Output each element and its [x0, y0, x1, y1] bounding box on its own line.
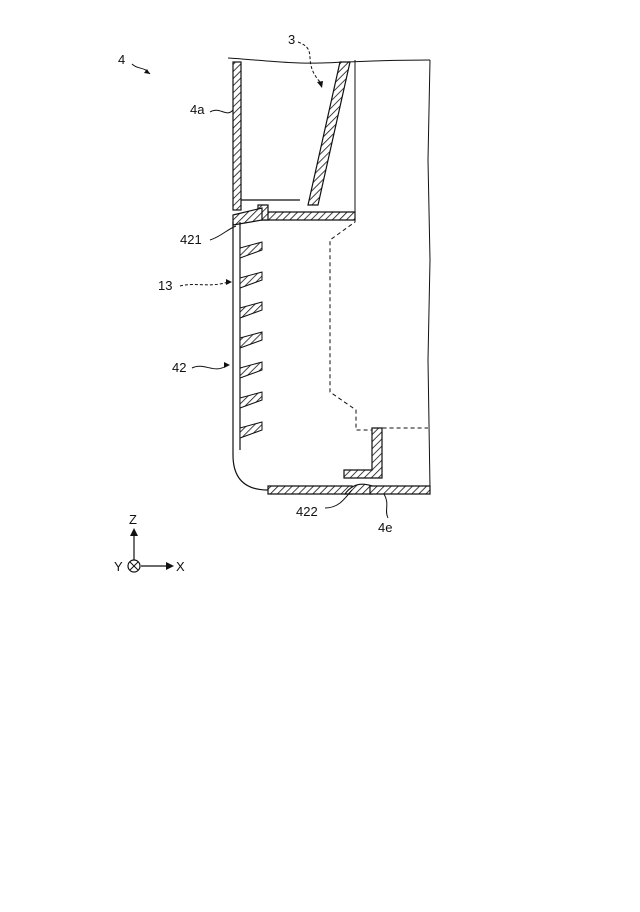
axis-y-label: Y: [114, 559, 123, 574]
label-42: 42: [172, 360, 186, 375]
label-13: 13: [158, 278, 172, 293]
member-42-outer: [233, 222, 268, 490]
axis-indicator: Z Y X: [114, 512, 185, 574]
label-421: 421: [180, 232, 202, 247]
lower-bracket: [344, 428, 382, 478]
label-3: 3: [288, 32, 295, 47]
top-break-line: [228, 58, 430, 63]
leader-42: [192, 366, 226, 369]
arrow-13: [226, 279, 232, 285]
right-outline: [428, 60, 430, 488]
bottom-wall-left: [268, 486, 352, 494]
wall-4e: [370, 486, 430, 494]
label-4: 4: [118, 52, 125, 67]
leader-421: [210, 226, 236, 240]
upper-shelf-hatch: [262, 212, 355, 220]
ribs-13: [240, 242, 262, 438]
label-422: 422: [296, 504, 318, 519]
leader-4e: [384, 494, 388, 518]
axis-z-label: Z: [129, 512, 137, 527]
arrow-42: [224, 362, 230, 368]
wall-4a: [233, 62, 241, 210]
leader-13: [180, 282, 228, 286]
hidden-outline: [330, 212, 428, 430]
axis-x-label: X: [176, 559, 185, 574]
label-4a: 4a: [190, 102, 205, 117]
part-3-diagonal: [308, 62, 350, 205]
leader-4a: [210, 110, 233, 113]
label-4e: 4e: [378, 520, 392, 535]
arrow-3: [317, 81, 323, 88]
